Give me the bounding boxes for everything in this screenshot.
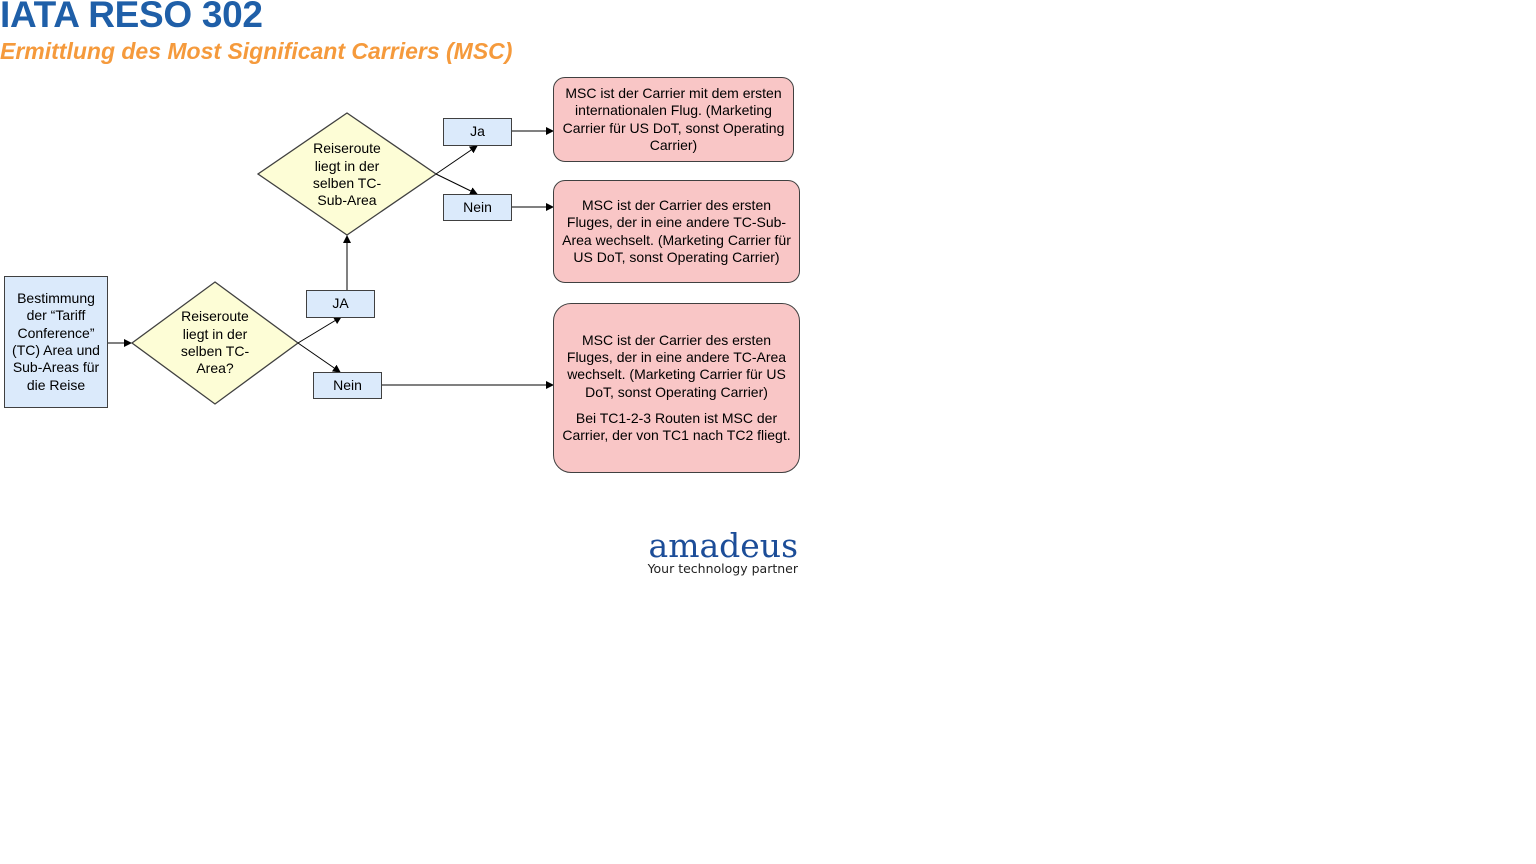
result-other-subarea-text: MSC ist der Carrier des ersten Fluges, d…: [562, 196, 791, 265]
start-process-box: Bestimmung der “Tariff Conference” (TC) …: [4, 276, 108, 408]
label-nein-lower: Nein: [313, 372, 382, 399]
label-nein-sub: Nein: [443, 194, 512, 221]
result-other-subarea-box: MSC ist der Carrier des ersten Fluges, d…: [553, 180, 800, 283]
label-nein-sub-text: Nein: [463, 198, 492, 215]
label-ja-upper-text: JA: [332, 295, 349, 312]
label-ja-sub: Ja: [443, 118, 512, 146]
result-other-area-text: MSC ist der Carrier des ersten Fluges, d…: [566, 331, 787, 400]
start-process-text: Bestimmung der “Tariff Conference” (TC) …: [12, 290, 100, 393]
decision-area-diamond: [130, 281, 300, 405]
logo-wordmark: amadeus: [648, 526, 798, 565]
result-other-area-note: Bei TC1-2-3 Routen ist MSC der Carrier, …: [562, 409, 791, 444]
logo-tagline: Your technology partner: [647, 561, 798, 576]
arrow-subarea-to-nein: [435, 173, 478, 195]
result-same-subarea-text: MSC ist der Carrier mit dem ersten inter…: [562, 84, 785, 153]
label-ja-upper: JA: [306, 290, 375, 318]
label-nein-lower-text: Nein: [333, 376, 362, 393]
result-same-subarea-box: MSC ist der Carrier mit dem ersten inter…: [553, 77, 794, 162]
page-subtitle: Ermittlung des Most Significant Carriers…: [0, 38, 513, 64]
amadeus-logo: amadeus Your technology partner: [612, 526, 798, 577]
arrow-decision-to-nein: [297, 342, 341, 373]
page-title: IATA RESO 302: [0, 0, 263, 35]
arrow-decision-to-ja: [297, 316, 342, 344]
result-other-area-box: MSC ist der Carrier des ersten Fluges, d…: [553, 303, 800, 473]
label-ja-sub-text: Ja: [470, 123, 485, 140]
decision-area-text: Reiseroute liegt in der selben TC-Area?: [180, 308, 250, 377]
decision-subarea-text: Reiseroute liegt in der selben TC-Sub-Ar…: [312, 140, 382, 209]
arrow-subarea-to-ja: [435, 145, 478, 175]
